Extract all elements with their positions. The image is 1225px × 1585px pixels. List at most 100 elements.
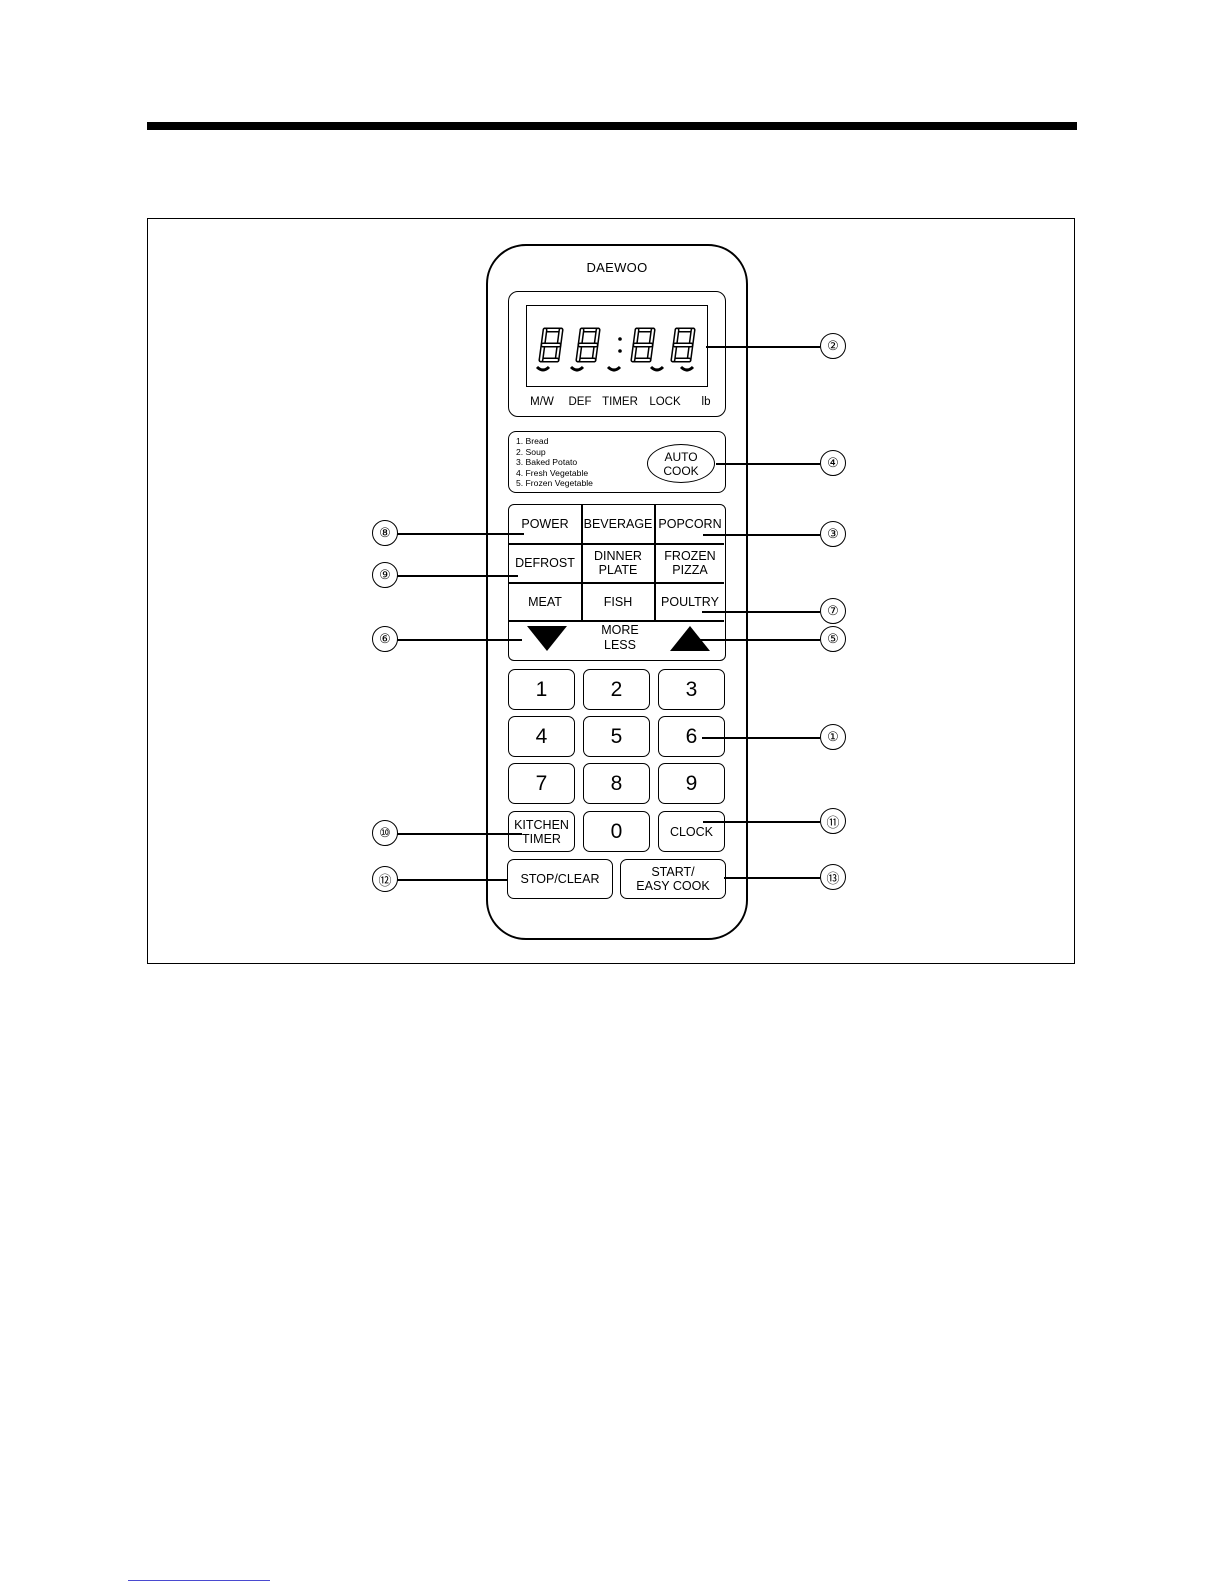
power-label: POWER [521,517,568,531]
key-label: 1 [536,678,548,702]
defrost-label: DEFROST [515,556,575,570]
menu-item: 2. Soup [516,447,593,458]
power-button[interactable]: POWER [509,505,581,543]
leader-line-4 [716,463,820,465]
key-label: 7 [536,772,548,796]
header-rule [147,122,1077,130]
dinner-plate-label-2: PLATE [599,563,638,577]
key-label: 9 [686,772,698,796]
callout-9: ⑨ [372,562,398,588]
more-label: MORE [578,623,662,638]
display-digit [541,330,561,360]
frozen-pizza-button[interactable]: FROZEN PIZZA [655,544,725,582]
indicator-timer: TIMER [600,396,640,408]
frozen-pizza-label-2: PIZZA [672,563,707,577]
leader-line-2 [706,346,820,348]
colon-dot-top [618,337,622,341]
stop-clear-button[interactable]: STOP/CLEAR [507,859,613,899]
defrost-button[interactable]: DEFROST [509,544,581,582]
auto-cook-button[interactable]: AUTO COOK [647,444,715,483]
display-digit [633,330,653,360]
key-label: 3 [686,678,698,702]
leader-line-1 [702,737,820,739]
indicator-caret [651,367,663,370]
auto-cook-label-1: AUTO [664,450,697,464]
indicator-mw: M/W [522,396,562,408]
auto-cook-menu-list: 1. Bread 2. Soup 3. Baked Potato 4. Fres… [516,436,593,489]
indicator-lock: LOCK [645,396,685,408]
kitchen-timer-button[interactable]: KITCHEN TIMER [508,811,575,852]
key-label: 5 [611,725,623,749]
indicator-lb: lb [686,396,726,408]
callout-10: ⑩ [372,820,398,846]
leader-line-3 [703,534,820,536]
display-digit [673,330,693,360]
footnote-rule [128,1580,270,1581]
less-arrow-button[interactable] [527,626,567,651]
key-label: 2 [611,678,623,702]
key-8[interactable]: 8 [583,763,650,804]
callout-11: ⑪ [820,808,846,834]
indicator-def: DEF [560,396,600,408]
key-label: 6 [686,725,698,749]
key-1[interactable]: 1 [508,669,575,710]
key-5[interactable]: 5 [583,716,650,757]
indicator-caret [537,367,549,370]
brand-logo: DAEWOO [486,260,748,275]
callout-1: ① [820,724,846,750]
key-label: 0 [611,820,623,844]
key-9[interactable]: 9 [658,763,725,804]
key-7[interactable]: 7 [508,763,575,804]
menu-item: 4. Fresh Vegetable [516,468,593,479]
kitchen-timer-label-1: KITCHEN [514,818,569,832]
leader-line-6 [396,639,522,641]
callout-2: ② [820,333,846,359]
dinner-plate-button[interactable]: DINNER PLATE [582,544,654,582]
fish-label: FISH [604,595,632,609]
display-screen [526,305,708,387]
leader-line-5 [700,639,820,641]
key-3[interactable]: 3 [658,669,725,710]
display-digits [527,306,706,385]
menu-item: 1. Bread [516,436,593,447]
key-0[interactable]: 0 [583,811,650,852]
indicator-caret [681,367,693,370]
key-label: 4 [536,725,548,749]
kitchen-timer-label-2: TIMER [522,832,561,846]
start-label-2: EASY COOK [636,879,709,893]
clock-button[interactable]: CLOCK [658,811,725,852]
key-label: 8 [611,772,623,796]
popcorn-label: POPCORN [658,517,721,531]
meat-label: MEAT [528,595,562,609]
callout-12: ⑫ [372,866,398,892]
grid-divider [509,620,724,622]
poultry-label: POULTRY [661,595,719,609]
start-label-1: START/ [651,865,694,879]
meat-button[interactable]: MEAT [509,583,581,620]
fish-button[interactable]: FISH [582,583,654,620]
callout-7: ⑦ [820,598,846,624]
clock-label: CLOCK [670,825,713,839]
menu-item: 3. Baked Potato [516,457,593,468]
callout-4: ④ [820,450,846,476]
indicator-caret [571,367,583,370]
popcorn-button[interactable]: POPCORN [655,505,725,543]
leader-line-10 [396,833,522,835]
start-easy-cook-button[interactable]: START/ EASY COOK [620,859,726,899]
indicator-caret [608,367,620,370]
beverage-button[interactable]: BEVERAGE [582,505,654,543]
frozen-pizza-label-1: FROZEN [664,549,715,563]
leader-line-12 [396,879,508,881]
menu-item: 5. Frozen Vegetable [516,478,593,489]
auto-cook-label-2: COOK [663,464,698,478]
beverage-label: BEVERAGE [584,517,653,531]
leader-line-8 [396,533,524,535]
key-2[interactable]: 2 [583,669,650,710]
leader-line-9 [396,575,518,577]
leader-line-13 [724,877,820,879]
callout-5: ⑤ [820,626,846,652]
key-4[interactable]: 4 [508,716,575,757]
more-less-label: MORE LESS [578,623,662,653]
callout-13: ⑬ [820,864,846,890]
poultry-button[interactable]: POULTRY [655,583,725,620]
